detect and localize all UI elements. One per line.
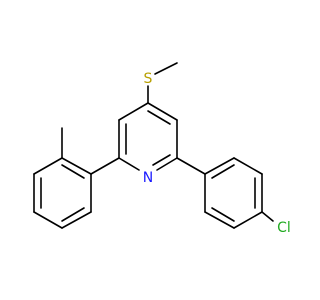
bond-p5-p6 (204, 211, 235, 229)
bond-t3-t4 (33, 211, 63, 229)
bond-t6-t1 (61, 157, 92, 175)
bond-t2-t3-inner (61, 207, 85, 222)
molecule-structure-diagram: S N Cl (33, 62, 291, 236)
bond-n1-c6 (156, 157, 178, 171)
chlorine-atom-label: Cl (277, 220, 291, 236)
methylthio-group (147, 62, 178, 104)
bond-t5-t6 (33, 157, 63, 175)
bond-c4-c3 (118, 102, 149, 121)
bond-c2-n1 (118, 157, 140, 171)
bond-p1-p2-inner (211, 164, 235, 179)
bond-c2-tolyl (90, 157, 120, 175)
pyridine-ring (118, 102, 178, 171)
tolyl-ring (33, 127, 92, 229)
bond-t2-t3 (61, 211, 92, 229)
bond-c6-chlorophenyl (176, 157, 206, 175)
sulfur-atom-label: S (144, 71, 153, 87)
nitrogen-atom-label: N (143, 170, 153, 186)
bond-p4-p5 (233, 211, 263, 229)
bond-p2-p3 (233, 157, 263, 175)
bond-n1-c6-inner (152, 154, 171, 166)
bond-s-ch3 (154, 62, 178, 75)
bond-p5-p6-inner (211, 207, 235, 222)
bond-c5-c4-inner (147, 110, 171, 125)
chlorophenyl-ring (204, 157, 274, 229)
bond-t6-t1-inner (61, 164, 85, 179)
bond-p1-p2 (204, 157, 235, 175)
bond-p4-cl (261, 211, 274, 222)
bond-c5-c4 (147, 102, 178, 121)
